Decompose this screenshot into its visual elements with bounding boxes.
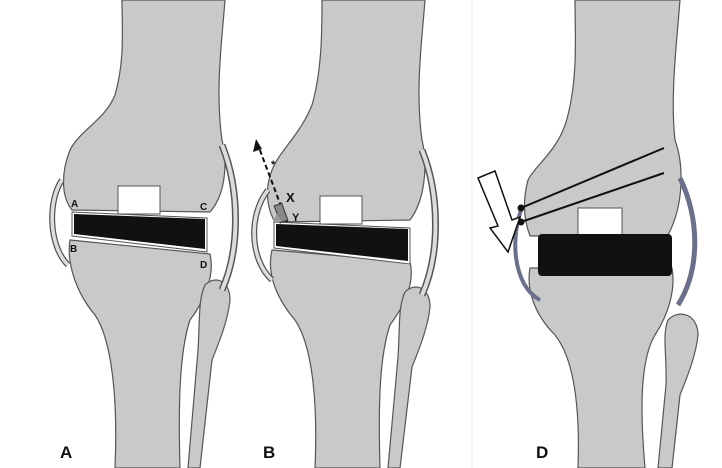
point-d-label: D [200,260,207,271]
femur [523,0,682,237]
tibia [68,239,212,468]
guide-pin [520,147,665,209]
femur [266,0,426,223]
trajectory-arrow [257,144,288,223]
pin-entry-point [517,204,525,212]
panel-b: X Y * B [251,0,439,468]
tibia [269,249,412,468]
direction-arrow-icon [477,170,522,254]
wedge-marker [273,213,281,222]
panel-a: A B C D A [49,0,239,468]
panel-a-label: A [60,443,72,462]
femoral-notch [319,195,363,225]
femur [62,0,226,213]
fibula [657,313,699,468]
marker-y-label: Y [292,212,300,224]
arrowhead-icon [253,139,262,152]
panel-b-label: B [263,443,275,462]
spacer-block [276,224,408,261]
lateral-ligament [675,176,698,307]
marker-star-label: * [271,159,276,171]
point-a-label: A [71,199,78,210]
femoral-notch [117,185,161,215]
panel-d: D [477,0,699,468]
panel-d-label: D [536,443,548,462]
guide-pin [520,172,665,223]
spacer-block [538,234,672,276]
point-c-label: C [200,202,207,213]
point-b-label: B [70,244,77,255]
tibia [528,267,674,468]
spacer-block [74,214,205,249]
medial-ligament [513,204,542,302]
femoral-notch [577,207,623,239]
marker-x-label: X [286,190,295,205]
